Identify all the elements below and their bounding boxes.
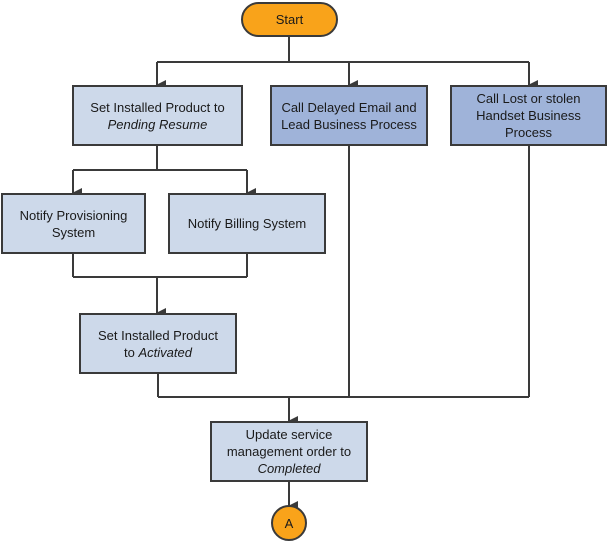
- process-notify-provisioning: Notify Provisioning System: [1, 193, 146, 254]
- process-activated: Set Installed Product to Activated: [79, 313, 237, 374]
- connector-a-label: A: [284, 515, 294, 531]
- notify-provisioning-label: Notify Provisioning System: [19, 207, 128, 240]
- notify-billing-label: Notify Billing System: [187, 216, 307, 231]
- connector-a: A: [271, 505, 307, 541]
- lost-stolen-label: Call Lost or stolen Handset Business Pro…: [476, 91, 581, 140]
- process-notify-billing: Notify Billing System: [168, 193, 326, 254]
- pending-resume-status: Pending Resume: [107, 116, 208, 132]
- pending-resume-line1: Set Installed Product to: [90, 99, 225, 115]
- process-pending-resume: Set Installed Product to Pending Resume: [72, 85, 243, 146]
- activated-status: Activated: [138, 344, 192, 360]
- process-delayed-email: Call Delayed Email and Lead Business Pro…: [270, 85, 428, 146]
- delayed-email-label: Call Delayed Email and Lead Business Pro…: [281, 99, 417, 132]
- update-order-status: Completed: [257, 461, 321, 476]
- activated-line1: Set Installed Product to: [98, 327, 218, 360]
- process-lost-stolen: Call Lost or stolen Handset Business Pro…: [450, 85, 607, 146]
- update-order-line1: Update service management order to: [226, 427, 352, 459]
- process-update-order: Update service management order to Compl…: [210, 421, 368, 482]
- start-label: Start: [275, 12, 304, 27]
- start-terminal: Start: [241, 2, 338, 37]
